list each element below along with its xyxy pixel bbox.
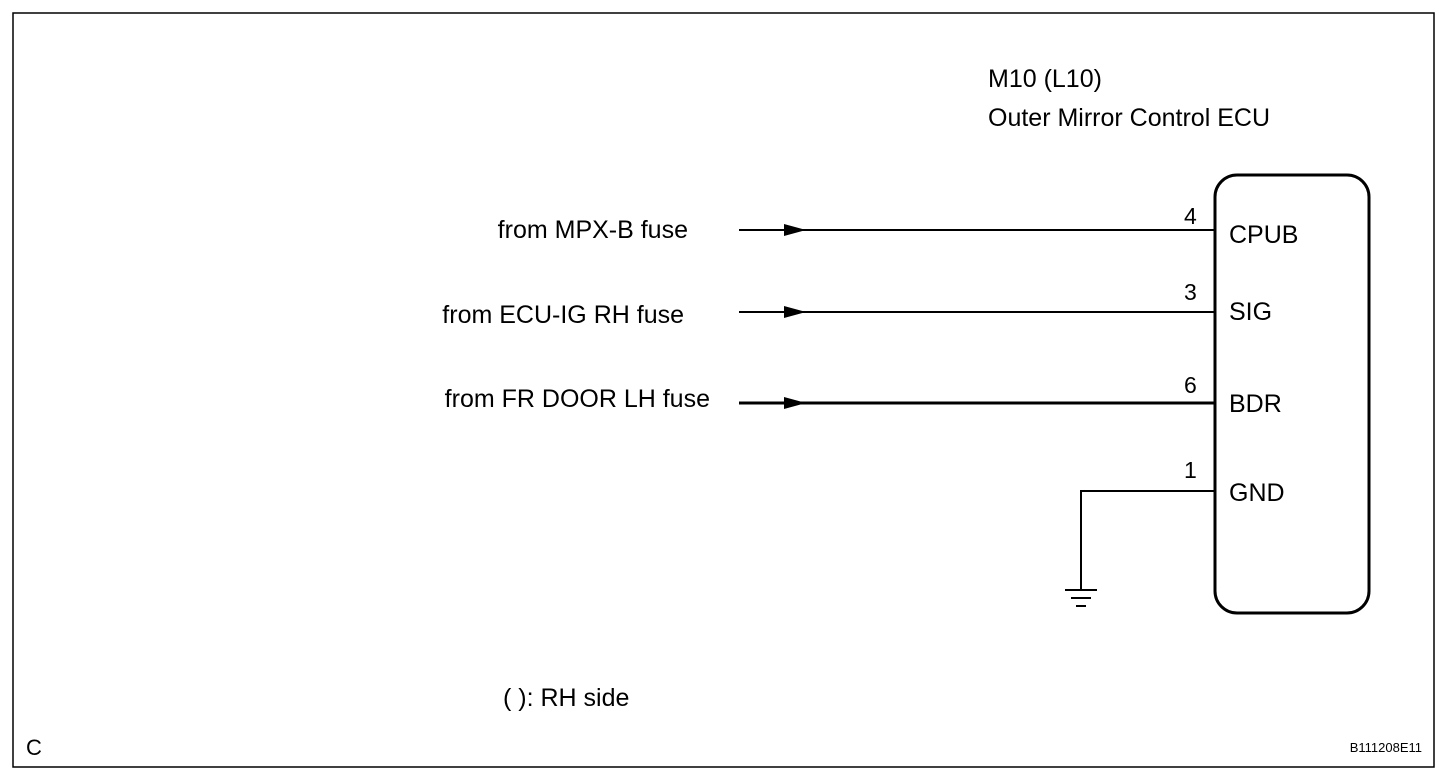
pin-number: 1: [1184, 457, 1197, 483]
arrow-right-icon: [784, 306, 806, 318]
component-name: Outer Mirror Control ECU: [988, 104, 1270, 132]
pin-number: 3: [1184, 279, 1197, 305]
diagram-frame: [12, 12, 1435, 768]
ecu-box: [1213, 173, 1371, 615]
side-legend: ( ): RH side: [503, 684, 629, 712]
figure-code: B111208E11: [1350, 740, 1422, 755]
pin-row-sig: from ECU-IG RH fuse 3 SIG: [442, 279, 1272, 329]
pin-number: 4: [1184, 203, 1197, 229]
pin-number: 6: [1184, 372, 1197, 398]
source-label: from MPX-B fuse: [498, 216, 688, 244]
arrow-right-icon: [784, 397, 806, 409]
terminal-label: CPUB: [1229, 221, 1298, 249]
connector-id: M10 (L10): [988, 65, 1102, 93]
terminal-label: SIG: [1229, 298, 1272, 326]
terminal-label: GND: [1229, 479, 1285, 507]
pin-row-gnd: 1 GND: [1065, 457, 1285, 607]
ground-wire: [1080, 490, 1215, 590]
arrow-right-icon: [784, 224, 806, 236]
pin-row-bdr: from FR DOOR LH fuse 6 BDR: [445, 372, 1282, 418]
corner-label: C: [26, 735, 42, 760]
source-label: from ECU-IG RH fuse: [442, 301, 684, 329]
terminal-label: BDR: [1229, 390, 1282, 418]
source-label: from FR DOOR LH fuse: [445, 385, 710, 413]
pin-row-cpub: from MPX-B fuse 4 CPUB: [498, 203, 1299, 249]
ground-icon: [1065, 589, 1097, 607]
